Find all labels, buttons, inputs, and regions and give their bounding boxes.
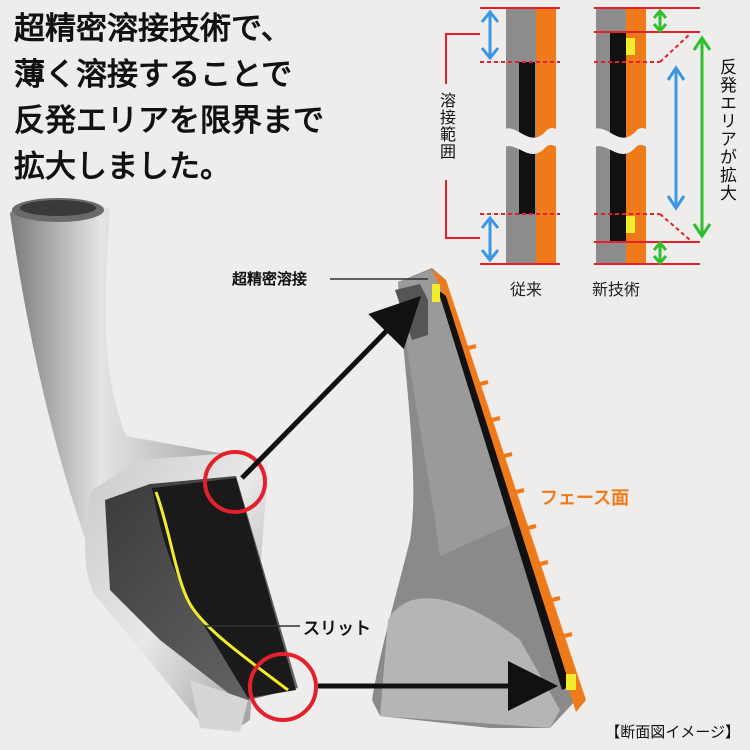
- headline-line-3: 反発エリアを限界まで: [14, 103, 324, 139]
- expanded-area-label: 反発エリアが拡大: [716, 58, 736, 202]
- section-image-caption: 【断面図イメージ】: [605, 723, 740, 741]
- top-weld-circle: [203, 450, 267, 514]
- new-tech-label: 新技術: [592, 280, 641, 299]
- weld-range-label: 溶接範囲: [437, 92, 456, 160]
- headline-line-4: 拡大しました。: [14, 149, 231, 185]
- slit-label: スリット: [303, 619, 371, 639]
- iron-head: [10, 198, 298, 732]
- conventional-label: 従来: [510, 280, 543, 299]
- headline: 超精密溶接技術で、 薄く溶接することで 反発エリアを限界まで 拡大しました。: [14, 6, 324, 190]
- bottom-weld-circle: [248, 652, 318, 722]
- comparison-diagram: [434, 7, 712, 266]
- top-connector-arrow: [240, 295, 422, 480]
- headline-line-2: 薄く溶接することで: [14, 57, 293, 93]
- face-label: フェース面: [540, 488, 630, 509]
- green-arrows: [652, 8, 712, 266]
- headline-line-1: 超精密溶接技術で、: [14, 11, 292, 47]
- precision-weld-label: 超精密溶接: [232, 270, 308, 288]
- new-tech-section: [590, 8, 652, 264]
- head-cross-section: [372, 268, 586, 728]
- conventional-section: [500, 8, 562, 264]
- blue-arrows: [480, 9, 686, 263]
